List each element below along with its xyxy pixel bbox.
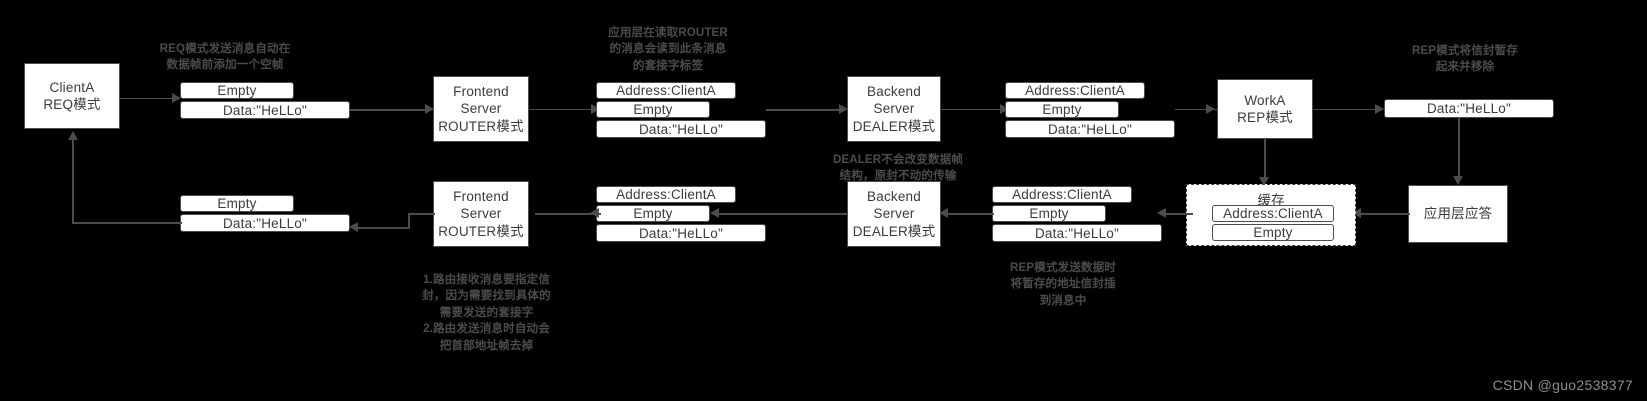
connector-msg4-to-app-reply bbox=[1458, 118, 1460, 181]
node-client-a[interactable]: ClientA REQ模式 bbox=[24, 63, 120, 129]
arrowhead-msg1-to-frontend bbox=[425, 104, 434, 114]
node-app-reply[interactable]: 应用层应答 bbox=[1408, 185, 1508, 243]
frame-top1-data: Data:"HeLLo" bbox=[180, 101, 350, 119]
arrowhead-msg2-to-backend bbox=[839, 104, 848, 114]
connector-msgb3-to-backend bbox=[944, 213, 994, 215]
node-backend-top-line2: Server bbox=[873, 101, 915, 117]
frame-top4-data: Data:"HeLLo" bbox=[1384, 99, 1554, 118]
arrowhead-worka-to-msg4 bbox=[1375, 103, 1384, 114]
frame-bottom3-address: Address:ClientA bbox=[992, 186, 1132, 203]
frame-bottom1-data: Data:"HeLLo" bbox=[180, 214, 350, 232]
frame-top1-empty: Empty bbox=[180, 82, 294, 99]
arrowhead-app-reply-to-cache bbox=[1352, 208, 1361, 218]
node-frontend-bottom-line1: Frontend bbox=[453, 189, 509, 205]
frame-bottom2-data: Data:"HeLLo" bbox=[596, 224, 766, 242]
node-frontend-top-line2: Server bbox=[460, 101, 502, 117]
watermark: CSDN @guo2538377 bbox=[1492, 377, 1633, 393]
arrowhead-worka-to-cache bbox=[1259, 177, 1269, 186]
node-worka-line2: REP模式 bbox=[1237, 110, 1293, 125]
frame-bottom3-data: Data:"HeLLo" bbox=[992, 224, 1162, 242]
frame-cache-address: Address:ClientA bbox=[1212, 205, 1334, 222]
arrowhead-msg3-to-worka bbox=[1206, 103, 1215, 114]
cache-title: 缓存 bbox=[1257, 193, 1285, 208]
frame-top3-data: Data:"HeLLo" bbox=[1005, 120, 1175, 138]
node-client-a-line1: ClientA bbox=[49, 79, 95, 95]
node-frontend-bottom-line3: ROUTER模式 bbox=[438, 223, 524, 239]
arrowhead-backend-to-msg3 bbox=[1000, 103, 1009, 114]
connector-backend-to-msgb2 bbox=[716, 213, 848, 215]
connector-worka-to-cache bbox=[1264, 139, 1266, 182]
frame-top3-address: Address:ClientA bbox=[1005, 82, 1145, 99]
connector-worka-to-msg4 bbox=[1313, 108, 1378, 111]
frame-top3-empty: Empty bbox=[1005, 101, 1119, 118]
note-app-read-router: 应用层在读取ROUTER 的消息会读到此条消息 的套接字标签 bbox=[608, 26, 728, 72]
note-router-rules: 1.路由接收消息要指定信 封，因为需要找到具体的 需要发送的套接字 2.路由发送… bbox=[422, 273, 551, 352]
frame-cache-empty: Empty bbox=[1212, 224, 1334, 241]
frame-bottom2-address: Address:ClientA bbox=[596, 186, 736, 203]
node-backend-top-line3: DEALER模式 bbox=[852, 118, 936, 134]
node-app-reply-line1: 应用层应答 bbox=[1423, 206, 1493, 222]
connector-client-to-msg1 bbox=[120, 97, 174, 100]
arrowhead-frontendb-to-msgb1 bbox=[349, 222, 358, 232]
connector-msgb1-to-client-seg2 bbox=[72, 139, 74, 223]
arrowhead-msgb1-to-client bbox=[67, 131, 78, 140]
node-frontend-top-line1: Frontend bbox=[453, 84, 509, 100]
frame-bottom2-empty: Empty bbox=[596, 205, 710, 222]
node-frontend-server-top[interactable]: Frontend Server ROUTER模式 bbox=[433, 76, 529, 142]
node-frontend-bottom-line2: Server bbox=[460, 206, 502, 222]
frame-top2-empty: Empty bbox=[596, 101, 710, 118]
connector-frontend-to-msg2 bbox=[529, 108, 594, 111]
note-rep-reply: REP模式发送数据时 将暂存的地址信封插 到消息中 bbox=[1010, 261, 1116, 307]
node-backend-server-bottom[interactable]: Backend Server DEALER模式 bbox=[847, 181, 941, 247]
connector-app-reply-to-cache bbox=[1356, 213, 1410, 215]
node-backend-bottom-line3: DEALER模式 bbox=[852, 223, 936, 239]
arrowhead-frontend-to-msg2 bbox=[591, 103, 600, 114]
connector-frontendb-to-msgb2 bbox=[535, 213, 601, 215]
arrowhead-backend-to-msgb2 bbox=[710, 208, 719, 218]
connector-frontendb-to-msgb1-seg1 bbox=[408, 213, 435, 215]
node-client-a-line2: REQ模式 bbox=[43, 97, 101, 112]
arrowhead-client-to-msg1 bbox=[172, 92, 181, 103]
arrowhead-cache-to-msgb3 bbox=[1157, 208, 1166, 218]
connector-cache-to-msgb3 bbox=[1163, 213, 1193, 215]
connector-msg1-to-frontend bbox=[350, 109, 428, 111]
connector-backend-to-msg3 bbox=[941, 108, 1003, 111]
connector-msg3-to-worka bbox=[1175, 108, 1223, 111]
node-frontend-top-line3: ROUTER模式 bbox=[438, 118, 524, 134]
frame-top2-address: Address:ClientA bbox=[596, 82, 736, 99]
note-rep-store: REP模式将信封暂存 起来并移除 bbox=[1412, 44, 1518, 74]
frame-bottom3-empty: Empty bbox=[992, 205, 1106, 222]
connector-frontendb-to-msgb1-seg3 bbox=[356, 227, 410, 229]
node-worka[interactable]: WorkA REP模式 bbox=[1217, 79, 1313, 139]
arrowhead-frontendb-to-msgb2 bbox=[590, 208, 599, 218]
node-backend-bottom-line2: Server bbox=[873, 206, 915, 222]
arrowhead-msg4-to-app-reply bbox=[1453, 176, 1463, 185]
note-dealer-passthrough: DEALER不会改变数据帧 结构，原封不动的传输 bbox=[832, 153, 964, 183]
connector-msg2-to-backend bbox=[766, 109, 842, 111]
connector-msgb1-to-client-seg1 bbox=[72, 222, 182, 224]
node-backend-server-top[interactable]: Backend Server DEALER模式 bbox=[847, 76, 941, 142]
arrowhead-msgb3-to-backend bbox=[939, 208, 948, 218]
node-backend-top-line1: Backend bbox=[867, 84, 921, 100]
node-worka-line1: WorkA bbox=[1244, 92, 1286, 108]
note-req-send: REQ模式发送消息自动在 数据帧前添加一个空帧 bbox=[159, 42, 291, 72]
node-backend-bottom-line1: Backend bbox=[867, 189, 921, 205]
connector-frontendb-to-msgb1-seg2 bbox=[408, 213, 410, 228]
frame-top2-data: Data:"HeLLo" bbox=[596, 120, 766, 138]
node-frontend-server-bottom[interactable]: Frontend Server ROUTER模式 bbox=[433, 181, 529, 247]
frame-bottom1-empty: Empty bbox=[180, 195, 294, 212]
